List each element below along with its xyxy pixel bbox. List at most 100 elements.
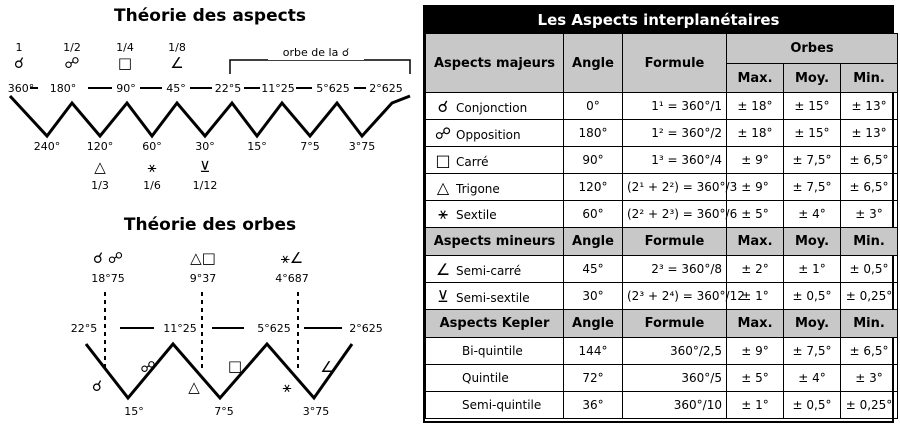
semi-sextile-icon: ⊻ <box>200 158 211 176</box>
orb-min: ± 0,25° <box>839 282 899 310</box>
aspect-name-cell: Bi-quintile <box>425 337 564 365</box>
col-angle-header: Angle <box>563 33 623 93</box>
orb-bracket <box>229 59 411 74</box>
orb-dashed-guides <box>104 292 299 372</box>
lower-label-2: 120° <box>87 140 114 153</box>
sextile-icon: ⚹ <box>438 204 448 223</box>
orbs-header: Orbes <box>725 33 899 64</box>
orb-note-bg <box>268 44 364 60</box>
aspect-formula: 360°/10 <box>622 391 727 419</box>
col-max-header: Max. <box>726 227 784 256</box>
upper-label-5: 22°5 <box>215 82 242 95</box>
orb-min: ± 0,5° <box>839 255 899 283</box>
aspect-angle: 30° <box>563 282 623 310</box>
orb-group-3-value: 4°687 <box>275 272 309 285</box>
square-icon: □ <box>118 54 132 72</box>
orbs-theory-title: Théorie des orbes <box>124 215 296 235</box>
orb-max: ± 9° <box>726 146 784 174</box>
header-row-major: Aspects majeurs Angle Formule Orbes <box>425 33 899 93</box>
orb-moy: ± 4° <box>783 364 841 392</box>
aspect-formula: 1³ = 360°/4 <box>622 146 727 174</box>
header-row-orbs: Max. Moy. Min. <box>426 63 899 93</box>
aspects-table-panel: Les Aspects interplanétaires Aspects maj… <box>423 5 899 423</box>
col-moy-header: Moy. <box>783 63 841 93</box>
aspect-formula: (2³ + 2⁴) = 360°/12 <box>622 282 745 310</box>
orb-moy: ± 4° <box>783 200 841 228</box>
upper-label-7: 5°625 <box>316 82 350 95</box>
section-title-major: Aspects majeurs <box>425 33 564 93</box>
aspect-angle: 90° <box>563 146 623 174</box>
upper-label-3: 90° <box>116 82 136 95</box>
fraction-top-2: 1/2 <box>63 41 81 54</box>
aspect-name: Semi-quintile <box>462 398 542 412</box>
aspect-name-cell: □Carré <box>425 146 564 174</box>
aspect-name: Trigone <box>456 181 500 196</box>
orb-moy: ± 0,5° <box>783 282 841 310</box>
lower-label-6: 7°5 <box>300 140 320 153</box>
orb-opposition-icon: ☍ <box>140 358 155 376</box>
col-moy-header: Moy. <box>783 309 841 338</box>
upper-label-6: 11°25 <box>261 82 295 95</box>
fraction-top-1: 1 <box>16 41 23 54</box>
col-angle-header: Angle <box>563 309 623 338</box>
opposition-icon: ☍ <box>64 54 79 72</box>
col-min-header: Min. <box>839 63 899 93</box>
aspect-formula: 360°/5 <box>622 364 727 392</box>
orb-min: ± 3° <box>839 364 899 392</box>
aspect-angle: 180° <box>563 119 623 147</box>
col-min-header: Min. <box>839 227 899 256</box>
lower-label-7: 3°75 <box>349 140 376 153</box>
col-formula-header: Formule <box>622 309 727 338</box>
orb-group-2-value: 9°37 <box>190 272 217 285</box>
orb-max: ± 9° <box>726 337 784 365</box>
aspect-angle: 144° <box>563 337 623 365</box>
aspect-name-cell: △Trigone <box>425 173 564 201</box>
orb-lower-label-3: 3°75 <box>303 405 330 418</box>
semi-sextile-icon: ⊻ <box>437 286 449 306</box>
col-min-header: Min. <box>839 309 899 338</box>
aspect-formula: (2² + 2³) = 360°/6 <box>622 200 737 228</box>
aspect-name-cell: Quintile <box>425 364 564 392</box>
orb-moy: ± 1° <box>783 255 841 283</box>
square-icon: □ <box>435 150 451 170</box>
orb-min: ± 3° <box>839 200 899 228</box>
orb-min: ± 6,5° <box>839 337 899 365</box>
orb-max: ± 1° <box>726 282 784 310</box>
aspect-name: Bi-quintile <box>462 344 523 358</box>
orb-moy: ± 15° <box>783 119 841 147</box>
aspect-name: Conjonction <box>456 100 528 115</box>
fraction-bottom-1: 1/3 <box>91 179 109 192</box>
aspect-angle: 0° <box>563 92 623 120</box>
opposition-icon: ☍ <box>434 123 452 143</box>
orb-upper-label-1: 22°5 <box>71 322 98 335</box>
orb-max: ± 18° <box>726 92 784 120</box>
orb-group-1-value: 18°75 <box>91 272 125 285</box>
orb-square-icon: □ <box>228 357 242 375</box>
aspect-name-cell: ⚹ Sextile <box>425 200 564 228</box>
orb-moy: ± 0,5° <box>783 391 841 419</box>
orb-moy: ± 15° <box>783 92 841 120</box>
orb-group-2-glyphs: △□ <box>190 249 216 267</box>
aspect-angle: 60° <box>563 200 623 228</box>
upper-label-8: 2°625 <box>369 82 403 95</box>
upper-label-2: 180° <box>50 82 77 95</box>
aspect-name: Opposition <box>456 127 521 142</box>
aspect-formula: (2¹ + 2²) = 360°/3 <box>622 173 737 201</box>
orbs-zigzag <box>84 341 354 401</box>
aspect-name-cell: Semi-quintile <box>425 391 564 419</box>
section-title: Aspects mineurs <box>425 227 564 256</box>
lower-label-4: 30° <box>195 140 215 153</box>
upper-label-1: 360° <box>8 82 35 95</box>
lower-label-3: 60° <box>142 140 162 153</box>
aspect-name-cell: ☌Conjonction <box>425 92 564 120</box>
orb-trine-icon: △ <box>188 378 200 396</box>
orb-note: orbe de la ☌ <box>283 46 349 59</box>
upper-label-4: 45° <box>166 82 186 95</box>
aspect-name: Sextile <box>456 208 497 222</box>
col-moy-header: Moy. <box>783 227 841 256</box>
